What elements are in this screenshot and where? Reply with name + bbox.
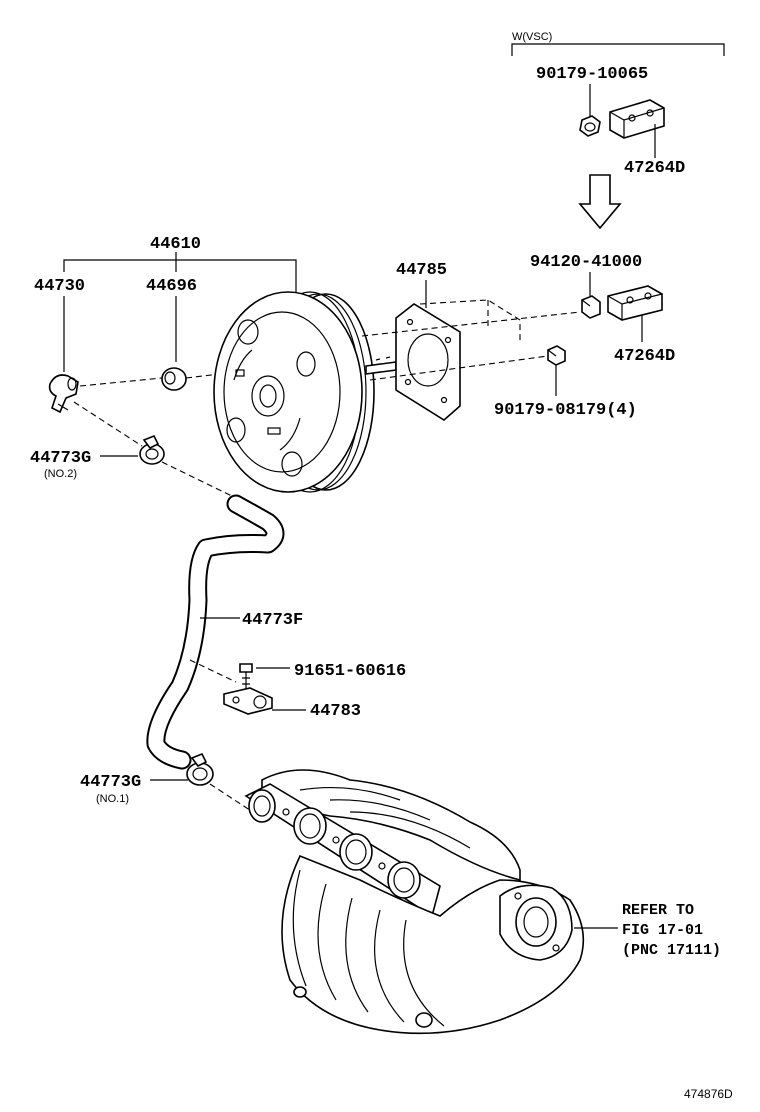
- part-label-94120-41000[interactable]: 94120-41000: [530, 253, 642, 272]
- nut-94120-icon[interactable]: [581, 295, 601, 319]
- refer-to-note: REFER TO FIG 17-01 (PNC 17111): [574, 902, 721, 959]
- vsc-variant-label: W(VSC): [512, 31, 552, 43]
- refer-line-1: REFER TO: [622, 902, 694, 919]
- part-label-90179-08179[interactable]: 90179-08179(4): [494, 401, 637, 420]
- figure-id: 474876D: [684, 1087, 733, 1101]
- part-label-44773G-no2[interactable]: 44773G: [30, 449, 91, 468]
- part-label-47264D-top[interactable]: 47264D: [624, 159, 685, 178]
- brake-booster-icon[interactable]: [213, 291, 407, 493]
- refer-line-3: (PNC 17111): [622, 942, 721, 959]
- part-label-90179-10065[interactable]: 90179-10065: [536, 65, 648, 84]
- clamp-no2-note: (NO.2): [44, 468, 77, 480]
- part-label-47264D-mid[interactable]: 47264D: [614, 347, 675, 366]
- refer-line-2: FIG 17-01: [622, 922, 703, 939]
- part-label-44773F[interactable]: 44773F: [242, 611, 303, 630]
- part-label-91651-60616[interactable]: 91651-60616: [294, 662, 406, 681]
- bracket-47264D-mid-icon[interactable]: [607, 285, 663, 321]
- part-label-44610[interactable]: 44610: [150, 235, 201, 254]
- vacuum-hose-icon[interactable]: [146, 494, 285, 770]
- grommet-icon[interactable]: [161, 367, 187, 391]
- part-label-44773G-no1[interactable]: 44773G: [80, 773, 141, 792]
- nut-icon[interactable]: [579, 115, 601, 137]
- part-label-44783[interactable]: 44783: [310, 702, 361, 721]
- booster-assembly-labels: 44610 44730 44696 44785 94120-41000 4726…: [34, 235, 675, 420]
- part-label-44785[interactable]: 44785: [396, 261, 447, 280]
- clamp-no2-icon[interactable]: [139, 434, 165, 465]
- intake-manifold-icon[interactable]: [244, 769, 585, 1035]
- vsc-bracket-group: W(VSC) 90179-10065 47264D: [511, 31, 725, 230]
- clamp-no1-icon[interactable]: [186, 752, 214, 786]
- clip-44783-icon[interactable]: [223, 687, 273, 715]
- part-label-44696[interactable]: 44696: [146, 277, 197, 296]
- nut-90179-08179-icon[interactable]: [547, 345, 566, 366]
- arrow-down-icon: [578, 174, 622, 230]
- gasket-icon[interactable]: [395, 303, 461, 421]
- part-label-44730[interactable]: 44730: [34, 277, 85, 296]
- clamp-no1-note: (NO.1): [96, 793, 129, 805]
- bracket-47264D-top-icon[interactable]: [609, 99, 665, 139]
- check-valve-icon[interactable]: [48, 374, 79, 414]
